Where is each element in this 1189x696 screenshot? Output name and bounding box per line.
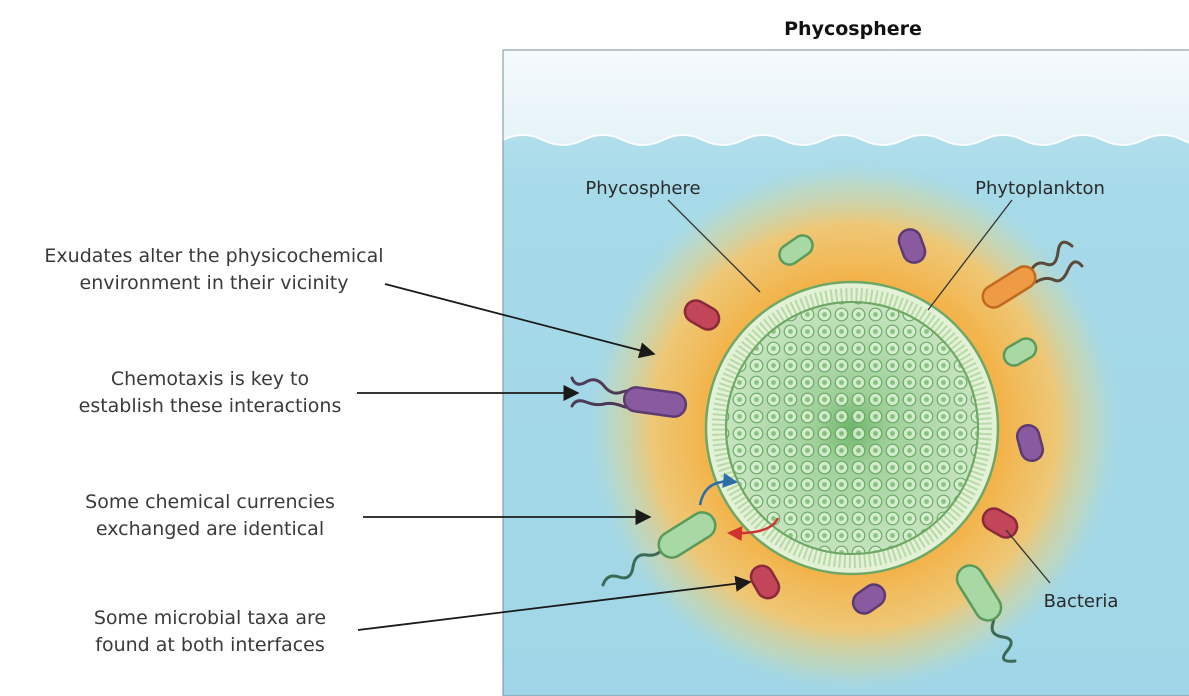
note-taxa: Some microbial taxa are found at both in… bbox=[60, 605, 360, 659]
note-taxa-line2: found at both interfaces bbox=[60, 632, 360, 659]
label-phytoplankton: Phytoplankton bbox=[975, 178, 1105, 199]
note-chemotaxis-line1: Chemotaxis is key to bbox=[60, 366, 360, 393]
note-chemotaxis-line2: establish these interactions bbox=[60, 393, 360, 420]
note-taxa-line1: Some microbial taxa are bbox=[60, 605, 360, 632]
note-currencies-line2: exchanged are identical bbox=[60, 516, 360, 543]
label-bacteria: Bacteria bbox=[1044, 591, 1119, 612]
phytoplankton-cell bbox=[706, 282, 998, 574]
note-currencies: Some chemical currencies exchanged are i… bbox=[60, 489, 360, 543]
label-phycosphere: Phycosphere bbox=[585, 178, 700, 199]
note-chemotaxis: Chemotaxis is key to establish these int… bbox=[60, 366, 360, 420]
note-exudates-line2: environment in their vicinity bbox=[14, 270, 414, 297]
note-exudates: Exudates alter the physicochemical envir… bbox=[14, 243, 414, 297]
note-exudates-line1: Exudates alter the physicochemical bbox=[14, 243, 414, 270]
note-currencies-line1: Some chemical currencies bbox=[60, 489, 360, 516]
